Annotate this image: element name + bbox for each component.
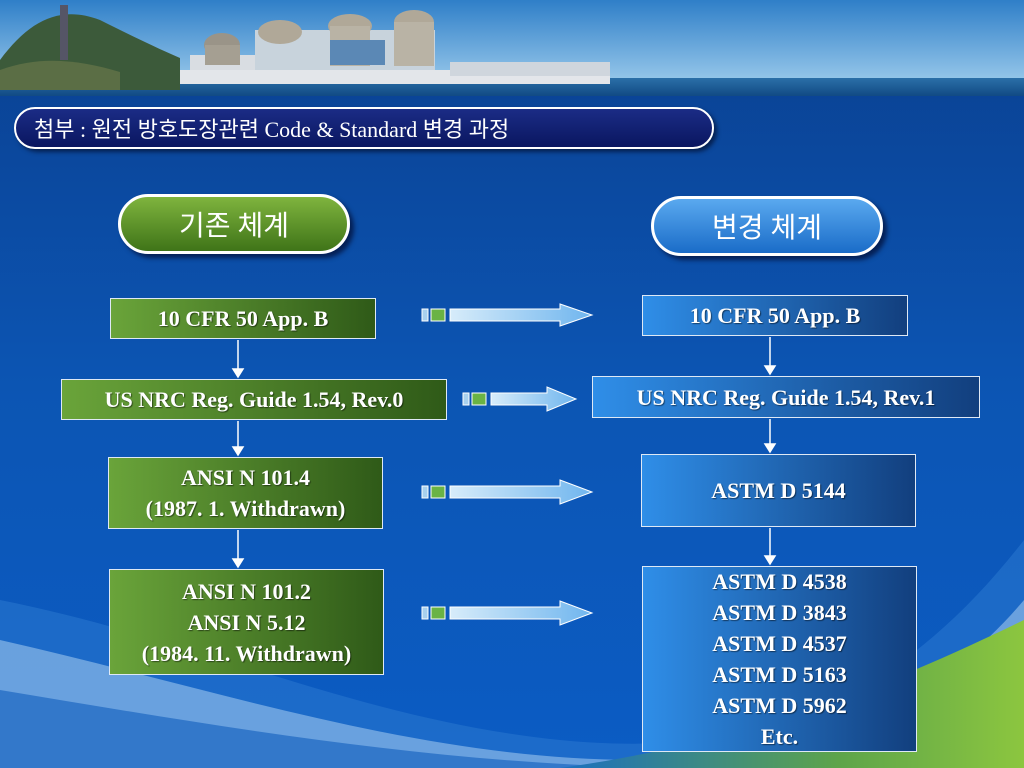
existing-item-2: US NRC Reg. Guide 1.54, Rev.0 xyxy=(61,379,447,420)
existing-item-4: ANSI N 101.2 ANSI N 5.12 (1984. 11. With… xyxy=(109,569,384,675)
changed-item-1-line-1: 10 CFR 50 App. B xyxy=(689,303,861,328)
changed-item-2: US NRC Reg. Guide 1.54, Rev.1 xyxy=(592,376,980,418)
changed-item-4-line-3: ASTM D 4537 xyxy=(712,631,847,656)
existing-system-header: 기존 체계 xyxy=(118,194,350,254)
changed-item-4-line-5: ASTM D 5962 xyxy=(712,693,847,718)
existing-item-4-line-3: (1984. 11. Withdrawn) xyxy=(141,640,352,666)
changed-item-4: ASTM D 4538 ASTM D 3843 ASTM D 4537 ASTM… xyxy=(642,566,917,752)
changed-item-1: 10 CFR 50 App. B xyxy=(642,295,908,336)
slide-title: 첨부 : 원전 방호도장관련 Code & Standard 변경 과정 xyxy=(14,107,714,149)
existing-item-1-line-1: 10 CFR 50 App. B xyxy=(157,306,329,331)
existing-item-4-line-2: ANSI N 5.12 xyxy=(187,609,306,635)
existing-item-3: ANSI N 101.4 (1987. 1. Withdrawn) xyxy=(108,457,383,529)
changed-item-2-line-1: US NRC Reg. Guide 1.54, Rev.1 xyxy=(636,384,936,410)
changed-item-3: ASTM D 5144 xyxy=(641,454,916,527)
existing-item-1: 10 CFR 50 App. B xyxy=(110,298,376,339)
changed-item-4-line-1: ASTM D 4538 xyxy=(712,569,847,594)
existing-item-4-line-1: ANSI N 101.2 xyxy=(182,578,311,604)
existing-item-3-line-2: (1987. 1. Withdrawn) xyxy=(145,496,346,521)
changed-system-header: 변경 체계 xyxy=(651,196,883,256)
existing-item-3-line-1: ANSI N 101.4 xyxy=(181,465,310,490)
changed-item-4-line-4: ASTM D 5163 xyxy=(712,662,847,687)
changed-item-3-line-1: ASTM D 5144 xyxy=(711,478,846,503)
existing-item-2-line-1: US NRC Reg. Guide 1.54, Rev.0 xyxy=(104,387,404,412)
changed-item-4-line-6: Etc. xyxy=(760,724,799,749)
changed-item-4-line-2: ASTM D 3843 xyxy=(712,600,847,625)
